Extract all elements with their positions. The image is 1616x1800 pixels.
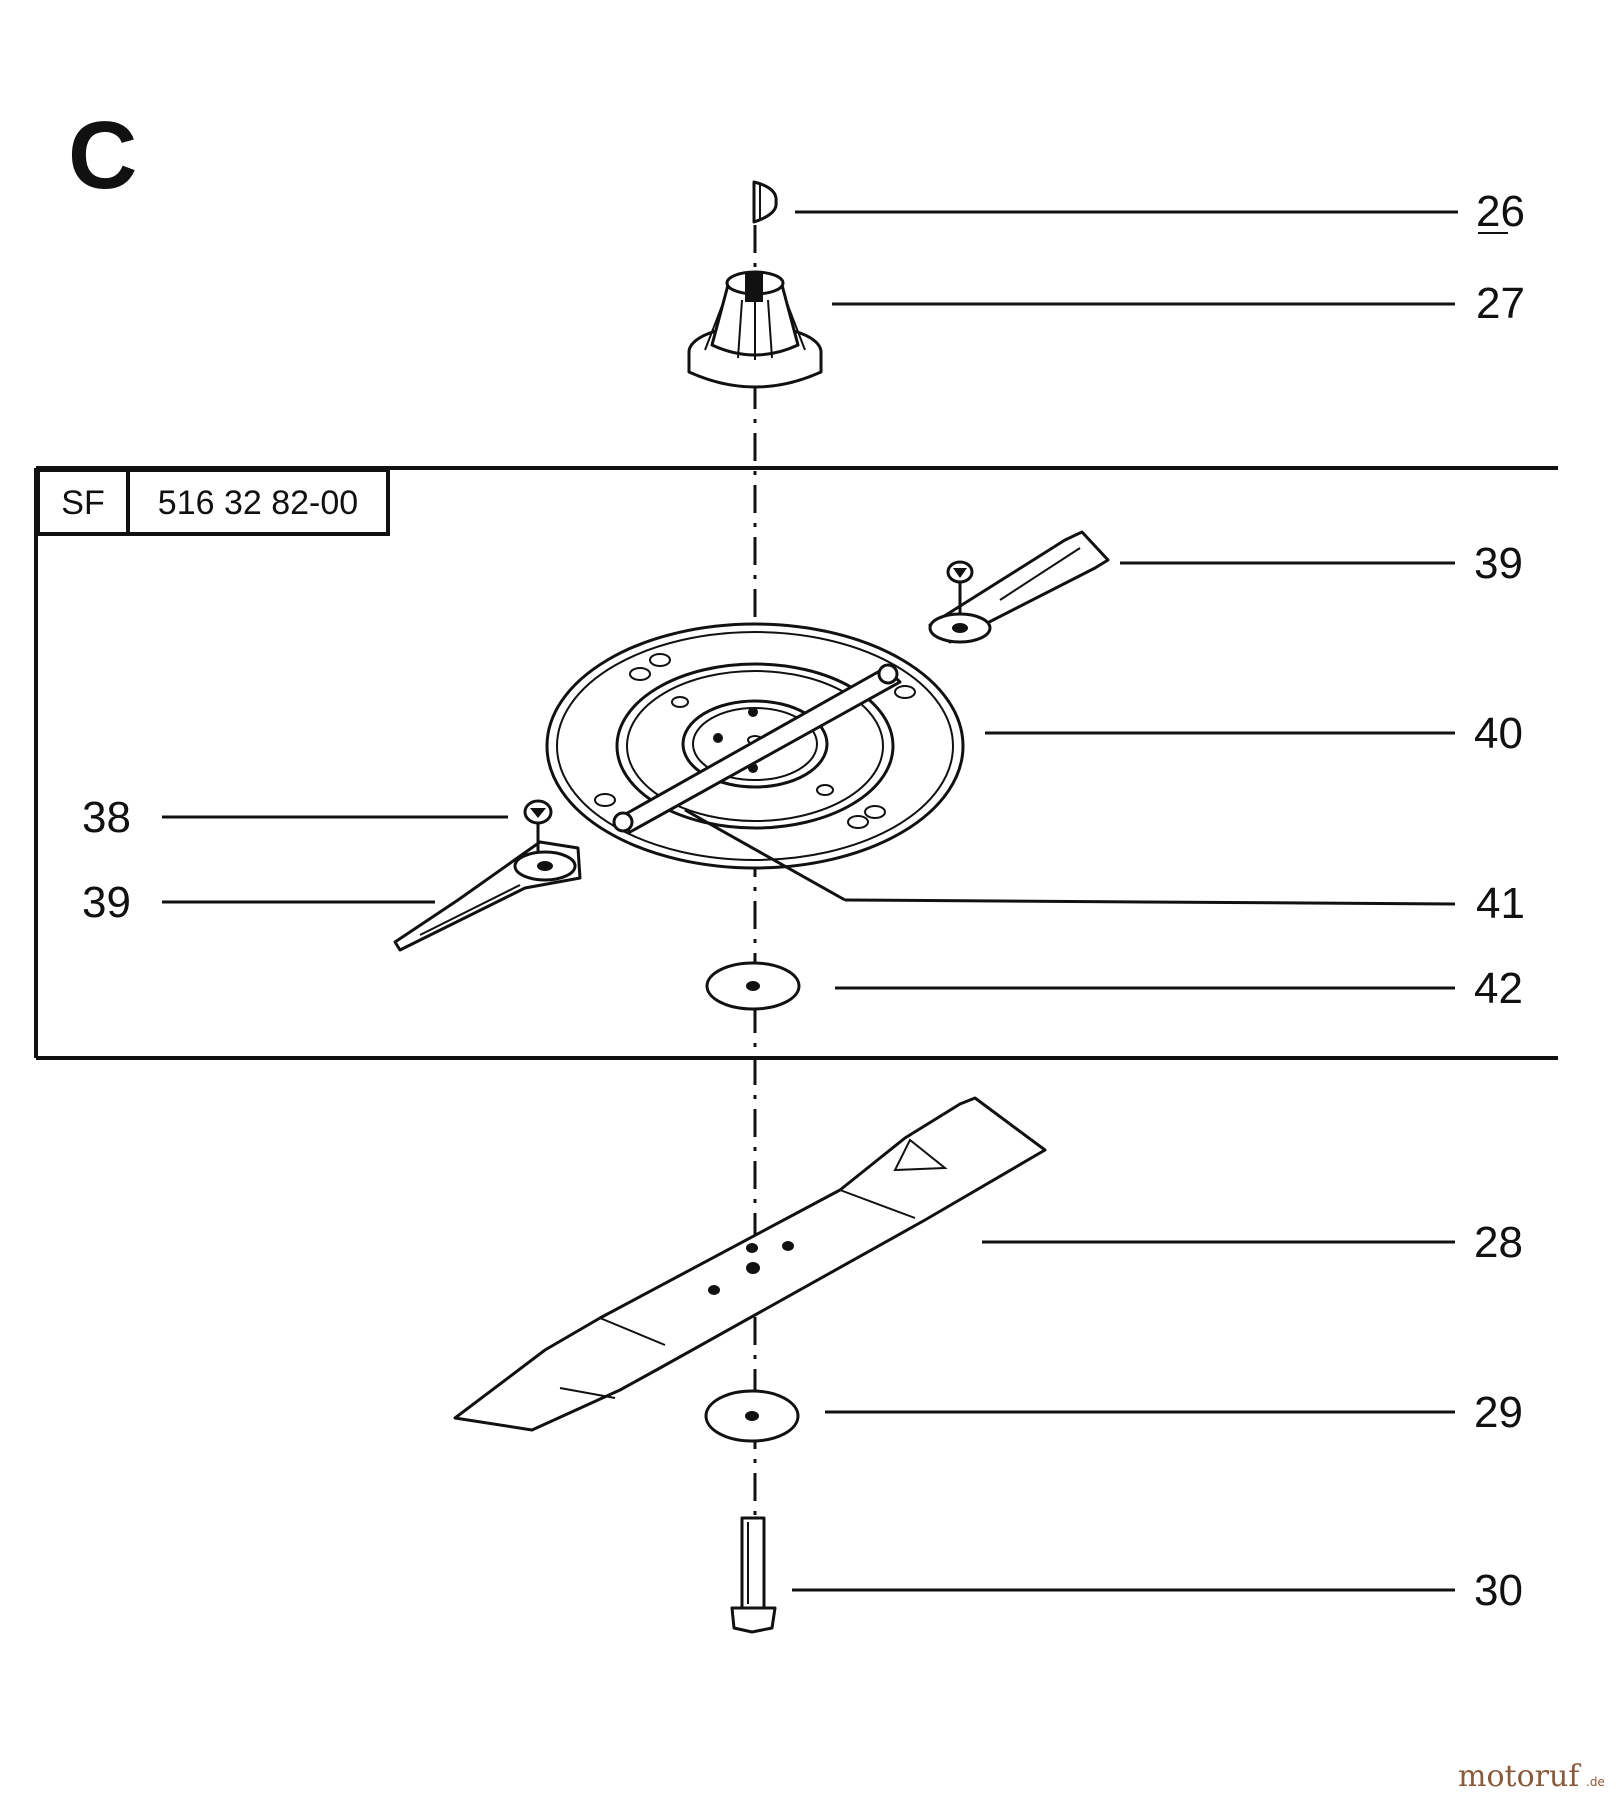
small-bolt-upper-part [946,560,974,614]
section-label: C [68,102,137,209]
callout-39-lower: 39 [82,878,131,927]
key-part [752,180,778,224]
kit-part-number: 516 32 82-00 [158,484,358,522]
kit-frame: SF 516 32 82-00 [34,466,1558,1060]
callout-42: 42 [1474,964,1523,1013]
callout-39-upper: 39 [1474,539,1523,588]
washer-lower-part [704,1389,800,1443]
callout-26: 26 [1476,187,1525,236]
callout-27: 27 [1476,279,1525,328]
watermark-text: motoruf [1458,1759,1581,1794]
watermark: motoruf .de [1458,1759,1605,1794]
callout-41: 41 [1476,879,1525,928]
kit-code: SF [61,484,104,522]
leader-lines [162,210,1458,1592]
callout-29: 29 [1474,1388,1523,1437]
main-blade-part [453,1096,1047,1432]
center-bolt-part [730,1516,777,1634]
blade-carrier-part [612,663,902,834]
callout-numbers: 26 27 39 40 38 39 41 42 28 29 30 [82,187,1525,1615]
callout-38: 38 [82,793,131,842]
small-bolt-lower-part [523,799,553,852]
callout-28: 28 [1474,1218,1523,1267]
hub-adapter-part [687,270,823,389]
callout-40: 40 [1474,709,1523,758]
washer-upper-part [705,961,801,1011]
small-blade-lower-part [393,840,582,952]
small-blade-upper-part [928,530,1110,644]
watermark-suffix: .de [1586,1775,1605,1789]
callout-30: 30 [1474,1566,1523,1615]
